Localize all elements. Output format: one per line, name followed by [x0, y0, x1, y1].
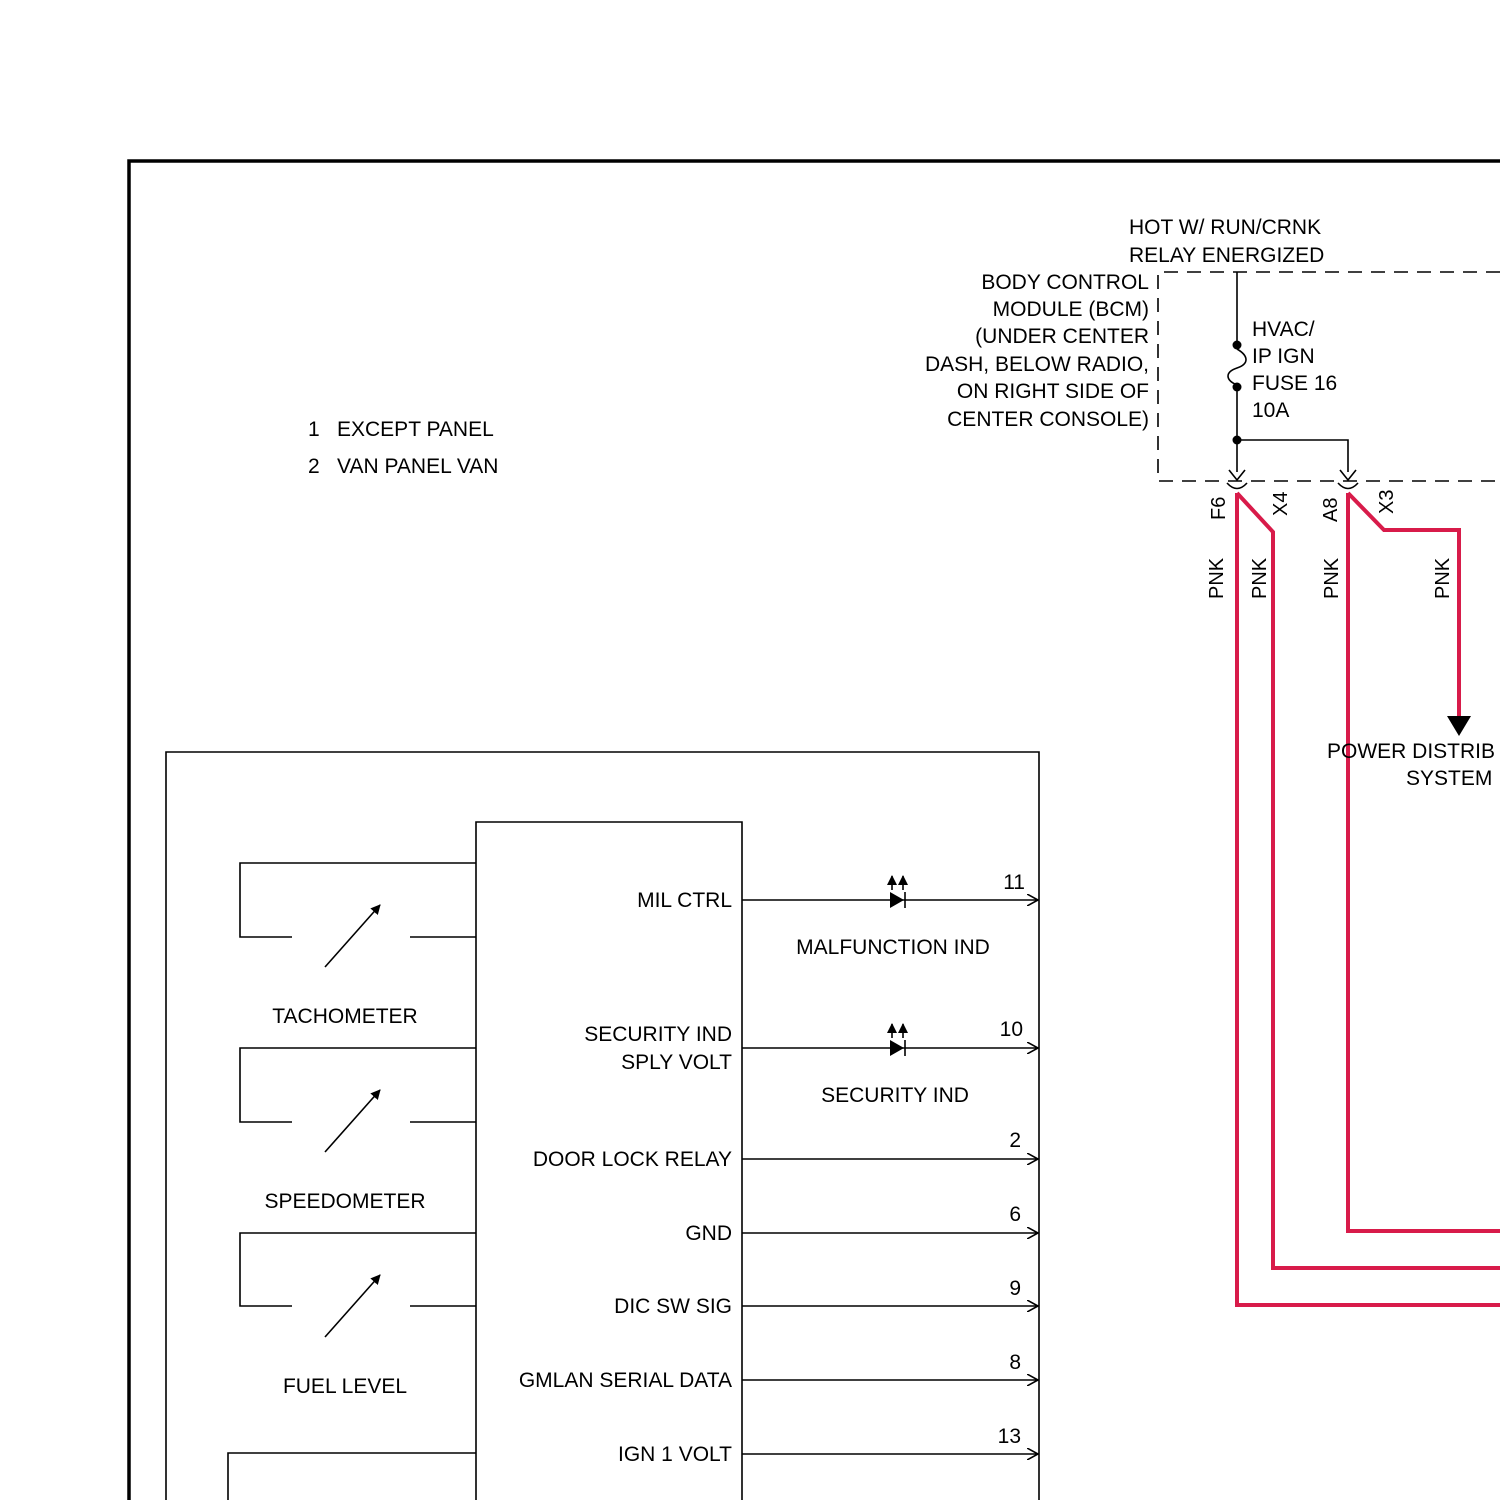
note-number: 1 [308, 418, 320, 441]
gauge-tachometer [240, 863, 476, 967]
splice-dot [1233, 383, 1242, 392]
circuit-label: IGN 1 VOLT [618, 1443, 732, 1466]
power-source-label: HOT W/ RUN/CRNK [1129, 216, 1321, 239]
circuit-label: MIL CTRL [637, 889, 732, 912]
power-distribution-label: SYSTEM [1406, 767, 1492, 790]
fuse-label: 10A [1252, 399, 1289, 422]
bcm-label-line: MODULE (BCM) [993, 298, 1149, 321]
wire-color-label: PNK [1249, 557, 1271, 599]
fuse-label: IP IGN [1252, 345, 1315, 368]
circuit-mil-ctrl: MIL CTRL 11 MALFUNCTION IND [637, 871, 1038, 959]
circuit-label: GND [685, 1222, 732, 1245]
led-indicator-icon [890, 1040, 904, 1056]
gauge-speedometer [240, 1048, 476, 1152]
circuit-label: DIC SW SIG [614, 1295, 732, 1318]
circuit-pin-number: 11 [1003, 871, 1025, 894]
circuit-dic-sw-sig: DIC SW SIG 9 [614, 1277, 1038, 1318]
circuit-pin-number: 9 [1009, 1277, 1021, 1300]
splice-dot [1233, 341, 1242, 350]
connector-pin-label: F6 [1208, 497, 1230, 520]
circuit-gnd: GND 6 [685, 1203, 1038, 1245]
note-text: VAN PANEL VAN [337, 455, 498, 478]
connector-id-label: X3 [1376, 490, 1398, 514]
power-distribution-label: POWER DISTRIB [1327, 740, 1495, 763]
circuit-gmlan-serial-data: GMLAN SERIAL DATA 8 [519, 1351, 1038, 1392]
fuse-label: HVAC/ [1252, 318, 1315, 341]
notes-legend: 1 EXCEPT PANEL 2 VAN PANEL VAN [308, 418, 498, 478]
circuit-door-lock-relay: DOOR LOCK RELAY 2 [533, 1129, 1038, 1171]
power-source-label: RELAY ENERGIZED [1129, 244, 1324, 267]
connector-pin-label: A8 [1320, 498, 1342, 522]
power-distribution-arrow [1447, 716, 1471, 736]
wire-color-label: PNK [1206, 557, 1228, 599]
bcm-label-line: DASH, BELOW RADIO, [925, 353, 1149, 376]
gauge-label: TACHOMETER [272, 1005, 417, 1028]
note-text: EXCEPT PANEL [337, 418, 494, 441]
bcm-label: BODY CONTROL MODULE (BCM) (UNDER CENTER … [925, 271, 1149, 431]
fuse-label: FUSE 16 [1252, 372, 1337, 395]
wire-color-label: PNK [1432, 557, 1454, 599]
connector-id-label: X4 [1270, 492, 1292, 516]
circuit-pin-number: 13 [998, 1425, 1021, 1448]
pnk-wires [1237, 493, 1500, 1305]
bcm-label-line: (UNDER CENTER [975, 325, 1149, 348]
bcm-label-line: BODY CONTROL [981, 271, 1149, 294]
circuit-label: SPLY VOLT [621, 1051, 732, 1074]
circuit-security-ind: SECURITY IND SPLY VOLT 10 SECURITY IND [584, 1018, 1038, 1107]
gauge-fuel-level [240, 1233, 476, 1337]
bcm-label-line: CENTER CONSOLE) [947, 408, 1149, 431]
gauge-label: SPEEDOMETER [264, 1190, 425, 1213]
indicator-label: SECURITY IND [821, 1084, 969, 1107]
note-number: 2 [308, 455, 320, 478]
circuit-pin-number: 10 [1000, 1018, 1023, 1041]
circuit-label: DOOR LOCK RELAY [533, 1148, 732, 1171]
wire-color-label: PNK [1321, 557, 1343, 599]
circuit-pin-number: 6 [1009, 1203, 1021, 1226]
circuit-label: SECURITY IND [584, 1023, 732, 1046]
gauge-label: FUEL LEVEL [283, 1375, 407, 1398]
indicator-label: MALFUNCTION IND [796, 936, 990, 959]
led-indicator-icon [890, 892, 904, 908]
circuit-label: GMLAN SERIAL DATA [519, 1369, 732, 1392]
bcm-label-line: ON RIGHT SIDE OF [957, 380, 1149, 403]
circuit-ign-1-volt: IGN 1 VOLT 13 [618, 1425, 1038, 1466]
partial-gauge-box [228, 1453, 476, 1500]
pnk-wire [1348, 493, 1459, 718]
pnk-wire [1348, 493, 1500, 1231]
circuit-pin-number: 8 [1009, 1351, 1021, 1374]
circuit-pin-number: 2 [1009, 1129, 1021, 1152]
